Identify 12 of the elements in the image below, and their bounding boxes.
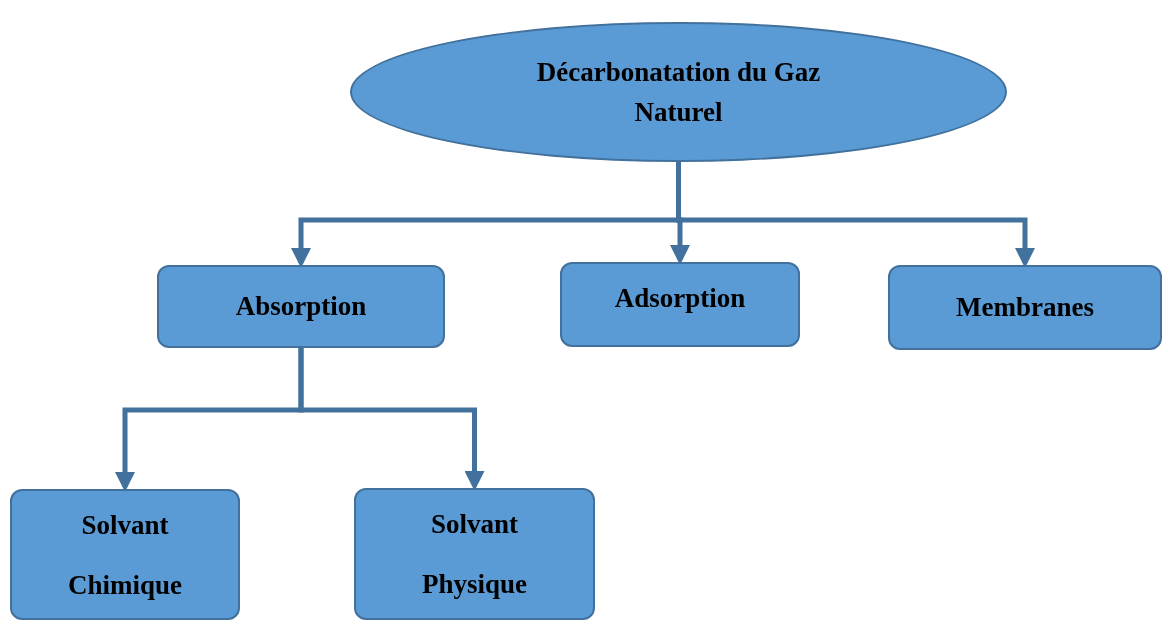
node-label: Décarbonatation du Gaz Naturel [535,56,822,129]
process-box [888,265,1162,350]
node-label: Solvant Chimique [67,508,183,602]
node-label: Adsorption [614,282,746,316]
arrow [298,348,485,491]
node-label: Solvant Physique [420,508,528,601]
process-box [354,488,595,620]
node-label: Absorption [235,290,367,324]
process-box [560,262,800,347]
process-box [157,265,445,348]
process-box [10,489,240,620]
node-label: Membranes [956,291,1094,325]
